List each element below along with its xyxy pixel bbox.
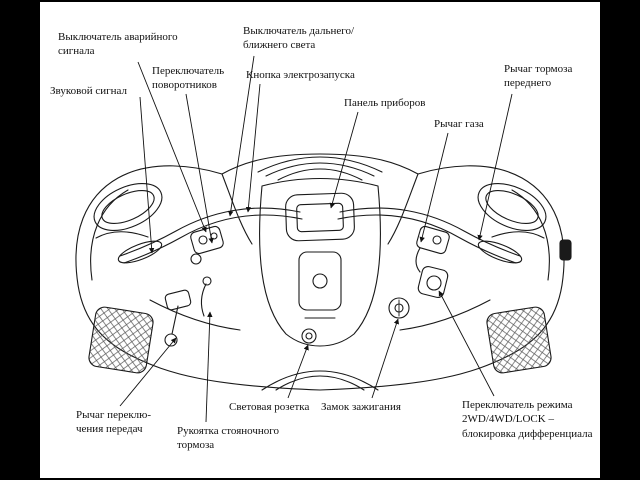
label-drive-mode-switch: Переключатель режима 2WD/4WD/LOCK – блок… [462,399,593,440]
leader-beam-switch [228,55,255,217]
label-gear-shift-lever: Рычаг переклю- чения передач [76,409,152,436]
label-throttle-lever: Рычаг газа [434,118,484,130]
leader-instrument-panel [329,111,359,209]
ignition-lock-part [388,297,410,319]
letterbox-left [0,0,40,480]
instrument-pod [285,192,355,242]
leader-throttle [419,132,449,243]
leader-ignition [371,318,400,399]
right-switch-cluster [415,225,450,273]
leader-parking-brake [205,311,213,423]
label-emergency-switch: Выключатель аварийного сигнала [58,31,178,58]
body-outline [75,153,565,391]
letterbox-right [600,0,640,480]
label-electric-start: Кнопка электрозапуска [246,69,355,81]
center-console [259,178,381,347]
leader-drive-mode [438,290,495,397]
atv-line-art [75,153,572,391]
left-footboard [88,306,154,374]
label-ignition-lock: Замок зажигания [321,401,401,413]
handlebar-left [117,207,303,264]
front-rack [257,156,383,173]
label-parking-brake: Рукоятка стояночного тормоза [177,425,280,452]
parking-brake-part [200,276,212,317]
drive-mode-switch-part [417,265,449,299]
leader-horn [139,96,155,254]
left-lever [95,231,149,239]
leader-lines [119,55,513,423]
right-footboard [486,306,552,374]
label-turn-signal-switch: Переключатель поворотников [152,65,225,92]
right-fender-oval [477,183,547,231]
leader-light-socket [287,344,309,399]
front-brake-lever-part [491,231,545,239]
leader-emergency-switch [137,61,207,233]
light-socket-part [301,328,317,344]
label-horn: Звуковой сигнал [50,85,128,97]
left-switch-cluster [190,225,224,265]
label-beam-switch: Выключатель дальнего/ ближнего света [243,25,355,52]
leader-turn-signal [185,93,214,244]
label-front-brake-lever: Рычаг тормоза переднего [504,63,573,90]
label-light-socket: Световая розетка [229,401,310,413]
leader-front-brake [477,93,513,241]
leader-gear-shift [119,337,177,407]
label-instrument-panel: Панель приборов [344,97,426,109]
left-fender-oval [93,183,163,231]
gear-shift-lever-part [164,289,192,347]
leader-electric-start [245,83,261,213]
handlebar-right [337,207,523,264]
